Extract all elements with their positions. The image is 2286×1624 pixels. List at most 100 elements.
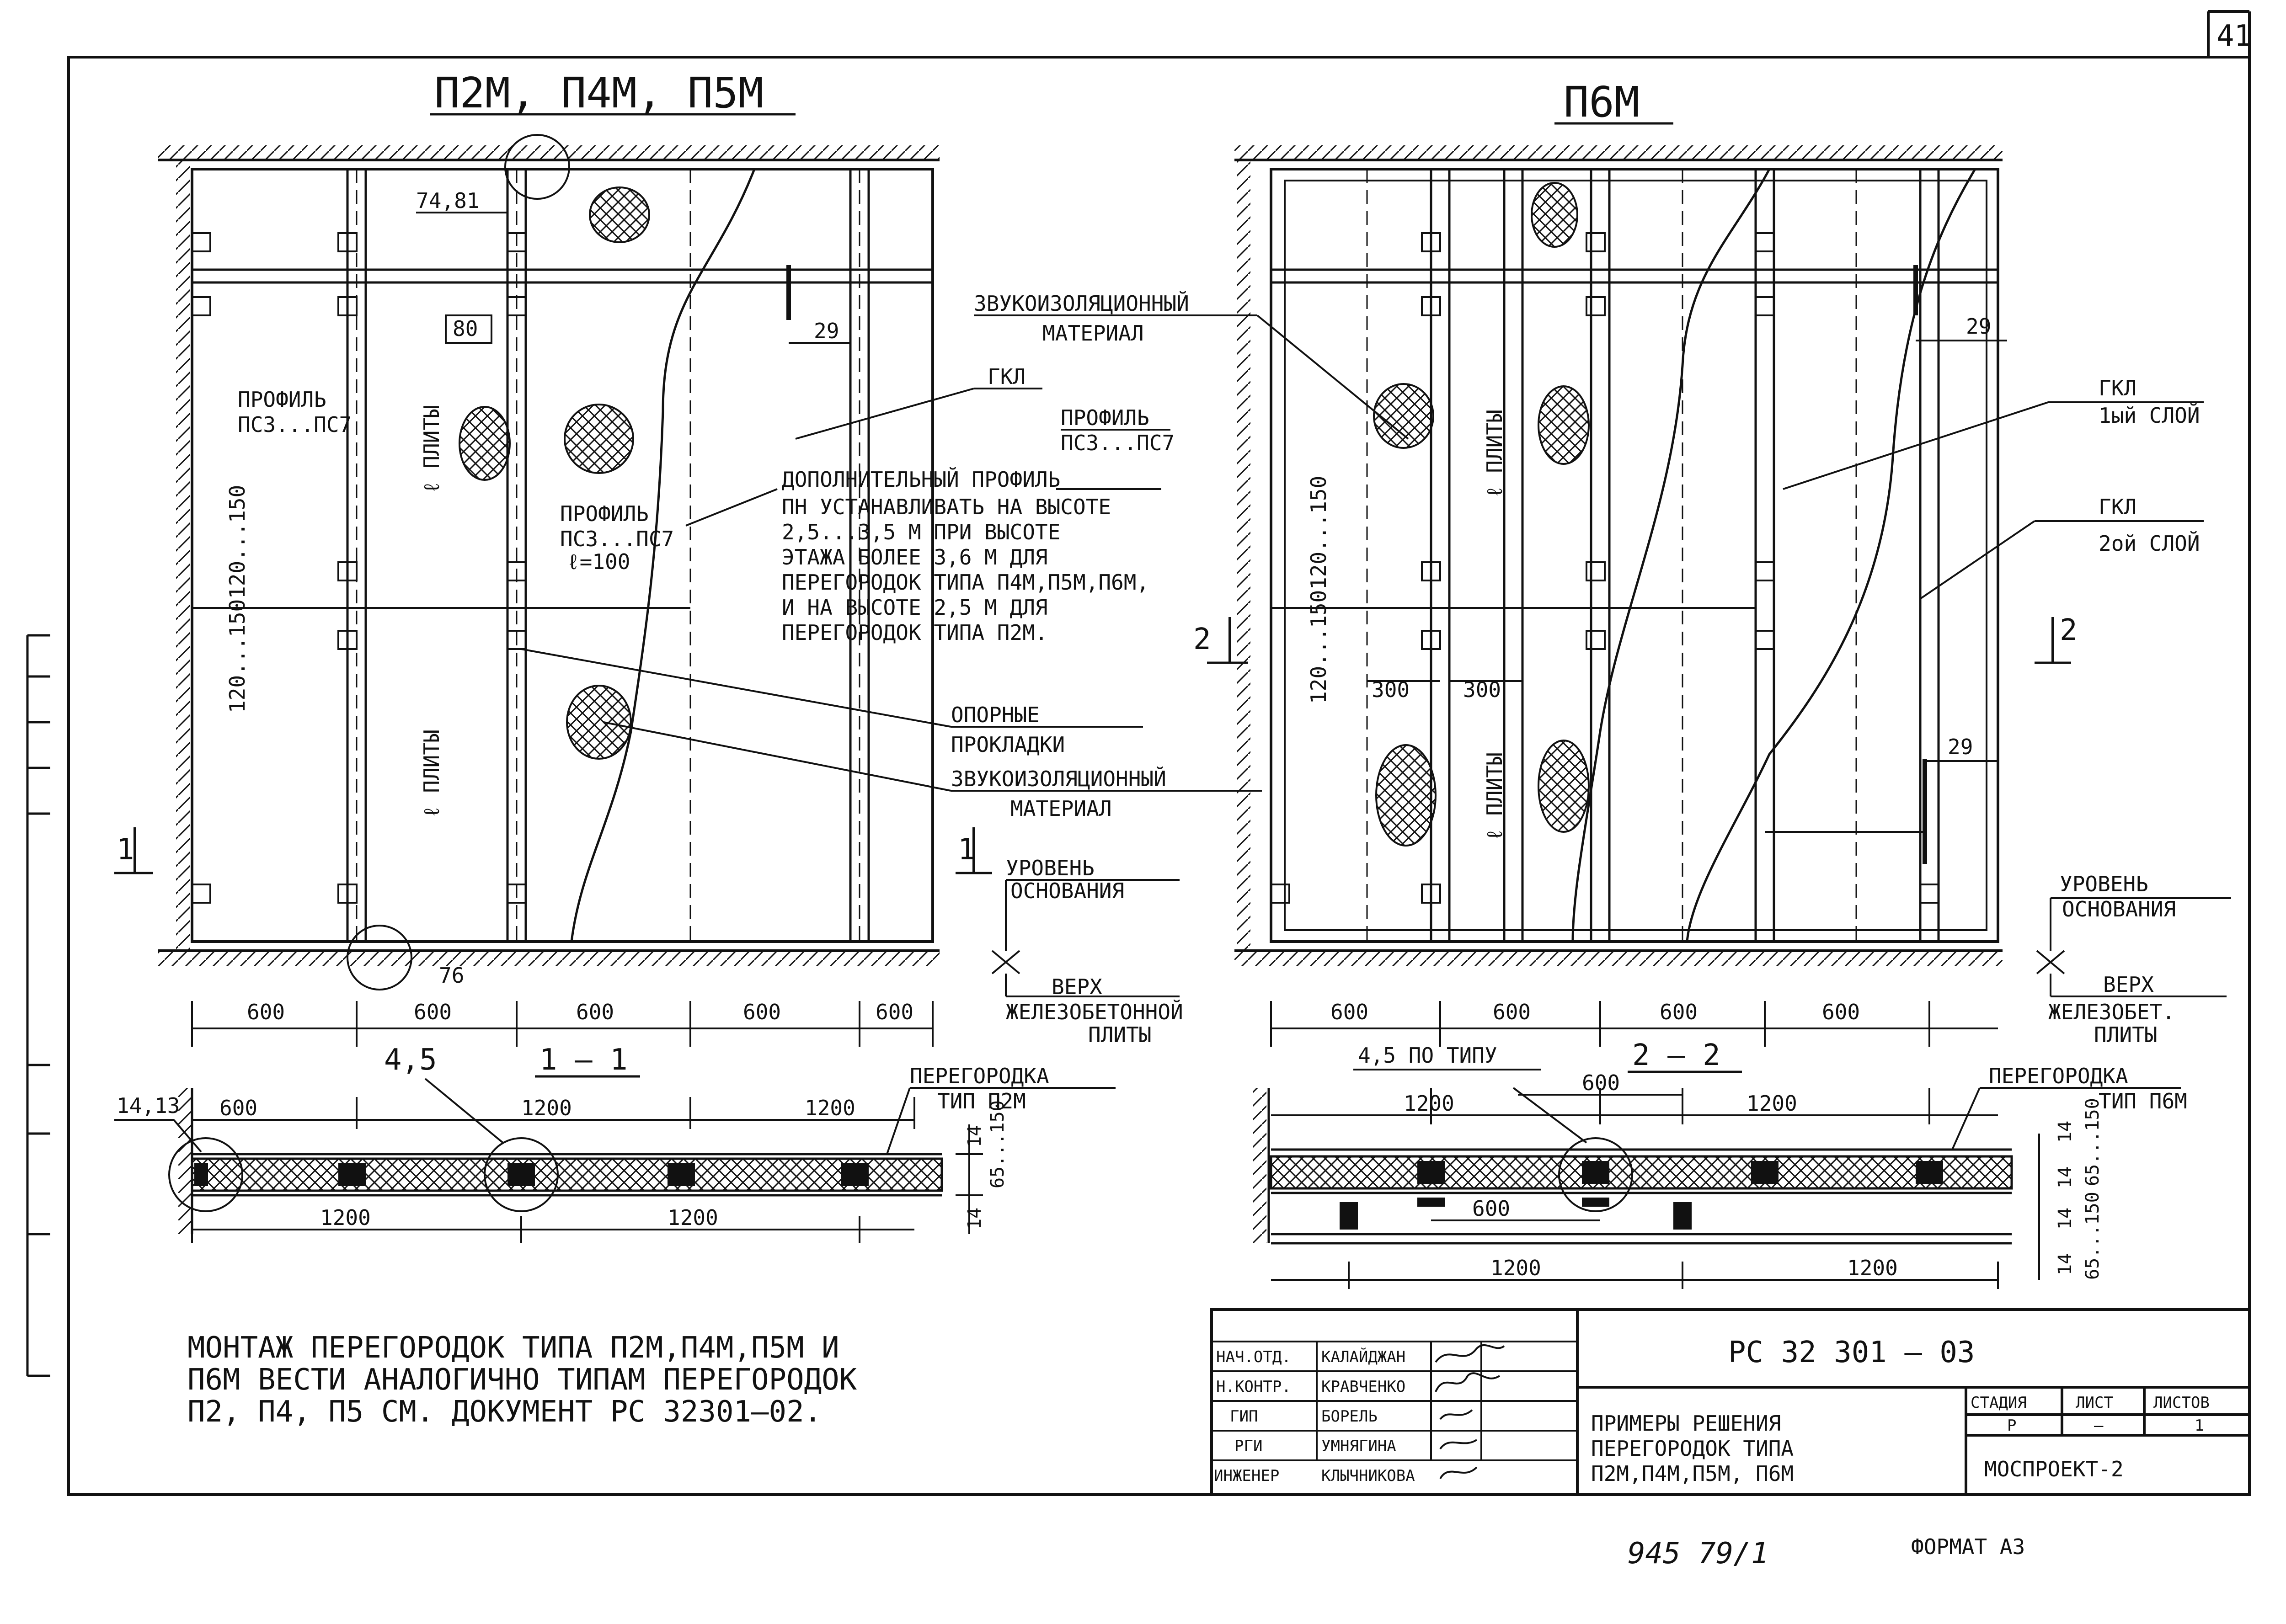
sheets-header: ЛИСТОВ <box>2153 1394 2210 1412</box>
gkl-layer-2-label: ГКЛ <box>2099 495 2136 519</box>
note-line-3: П2, П4, П5 СМ. ДОКУМЕНТ РС 32301—02. <box>187 1395 822 1429</box>
sheet-number: 41 <box>2217 19 2252 53</box>
right-dimension-line <box>1270 1001 1998 1047</box>
section1-top-dim-1: 600 <box>219 1096 257 1120</box>
section2-partition-2: ТИП П6М <box>2099 1089 2187 1113</box>
left-dim-1: 600 <box>247 1000 285 1024</box>
gkl-layer-1-desc: 1ый СЛОЙ <box>2099 403 2200 428</box>
section2-bottom-dim-1: 1200 <box>1490 1256 1541 1280</box>
name-1: КАЛАЙДЖАН <box>1321 1347 1405 1366</box>
extra-profile-line-3: 2,5...3,5 М ПРИ ВЫСОТЕ <box>782 520 1060 544</box>
section2-v-range-a: 65...150 <box>2082 1098 2103 1186</box>
dim-29-right-b: 29 <box>1948 735 1973 759</box>
section1-node-45: 4,5 <box>384 1043 437 1077</box>
base-level-label-2: ОСНОВАНИЯ <box>1010 879 1124 903</box>
section-2-drawing <box>1253 1087 2181 1289</box>
plate-length-left-2: ℓ ПЛИТЫ <box>419 729 444 818</box>
slab-top-label-1: ВЕРХ <box>1052 974 1102 999</box>
sheets-value: 1 <box>2195 1416 2204 1435</box>
slab-top-right-2: ЖЕЛЕЗОБЕТ. <box>2048 1000 2175 1024</box>
dim-120-150-right-b: 120...150 <box>1306 590 1331 704</box>
title-block <box>1210 1308 2251 1496</box>
left-view-title: П2М, П4М, П5М <box>434 69 764 117</box>
slab-top-right-3: ПЛИТЫ <box>2094 1022 2157 1047</box>
left-dimension-line <box>191 1001 934 1047</box>
profile-label-left: ПРОФИЛЬ <box>238 387 326 412</box>
section1-top-dim-3: 1200 <box>805 1096 855 1120</box>
sheet-frame <box>67 10 2251 1496</box>
profile-range-mid: ПС3...ПС7 <box>1061 431 1175 455</box>
signatures <box>1435 1344 1505 1480</box>
section2-v-14-b: 14 <box>2055 1166 2076 1188</box>
extra-profile-line-6: И НА ВЫСОТЕ 2,5 М ДЛЯ <box>782 595 1048 620</box>
section1-v-range: 65...150 <box>987 1100 1008 1188</box>
archive-number: 945 79/1 <box>1628 1537 1768 1571</box>
section2-top-dim-1: 1200 <box>1404 1091 1454 1116</box>
section-1-title: 1 — 1 <box>539 1043 628 1077</box>
profile-label-mid: ПРОФИЛЬ <box>1061 405 1149 430</box>
doc-title-line-2: ПЕРЕГОРОДОК ТИПА <box>1591 1436 1794 1461</box>
dim-80: 80 <box>453 316 478 341</box>
section2-bottom-dim-2: 1200 <box>1847 1256 1898 1280</box>
extra-profile-line-7: ПЕРЕГОРОДОК ТИПА П2М. <box>782 620 1048 645</box>
name-3: БОРЕЛЬ <box>1321 1407 1378 1426</box>
role-3: ГИП <box>1230 1407 1258 1426</box>
base-level-label-1: УРОВЕНЬ <box>1006 856 1095 880</box>
section1-top-dim-2: 1200 <box>521 1096 572 1120</box>
plate-length-right-1: ℓ ПЛИТЫ <box>1482 410 1507 498</box>
callout-leaders <box>521 314 1409 951</box>
slab-top-right-1: ВЕРХ <box>2103 972 2154 997</box>
sheet-header: ЛИСТ <box>2076 1394 2113 1412</box>
doc-code: РС 32 301 — 03 <box>1728 1336 1975 1369</box>
signature-table <box>1212 1341 1577 1461</box>
section2-v-range-b: 65...150 <box>2082 1192 2103 1280</box>
extra-profile-line-4: ЭТАЖА БОЛЕЕ 3,6 М ДЛЯ <box>782 545 1048 570</box>
section-2-label-right: 2 <box>2060 613 2078 647</box>
left-dim-3: 600 <box>576 1000 614 1024</box>
right-dim-3: 600 <box>1660 1000 1698 1024</box>
section-1-label-right: 1 <box>958 833 976 867</box>
section1-partition-2: ТИП П2М <box>937 1089 1026 1113</box>
sound-material-label-2b: МАТЕРИАЛ <box>1010 796 1112 821</box>
base-level-right-1: УРОВЕНЬ <box>2060 872 2148 896</box>
section-1-marker-right <box>956 827 992 874</box>
gkl-leaders-right <box>1783 401 2204 600</box>
sound-material-label-1: ЗВУКОИЗОЛЯЦИОННЫЙ <box>974 291 1189 316</box>
role-2: Н.КОНТР. <box>1216 1378 1291 1396</box>
section1-bottom-dim-1: 1200 <box>320 1205 371 1230</box>
section1-bottom-dim-2: 1200 <box>668 1205 718 1230</box>
section1-v-14-bottom: 14 <box>964 1208 985 1230</box>
level-mark-right <box>2036 897 2231 997</box>
right-dim-4: 600 <box>1822 1000 1860 1024</box>
left-dim-4: 600 <box>743 1000 781 1024</box>
section2-partition-1: ПЕРЕГОРОДКА <box>1989 1064 2128 1088</box>
sound-material-label-2: ЗВУКОИЗОЛЯЦИОННЫЙ <box>951 767 1166 791</box>
plate-length-left-1: ℓ ПЛИТЫ <box>419 405 444 494</box>
sheet-value: — <box>2094 1416 2104 1435</box>
right-view-title: П6М <box>1564 78 1640 127</box>
base-level-right-2: ОСНОВАНИЯ <box>2062 897 2176 921</box>
section-1-drawing <box>114 1078 1116 1243</box>
section1-v-14-top: 14 <box>964 1125 985 1147</box>
gkl-label-left: ГКЛ <box>988 364 1025 389</box>
slab-top-label-3: ПЛИТЫ <box>1088 1022 1151 1047</box>
section-2-label-left: 2 <box>1193 623 1211 656</box>
dim-120-150-left-b: 120...150 <box>225 599 250 713</box>
section2-mid-dim: 600 <box>1472 1196 1510 1221</box>
right-elevation <box>1234 145 2007 966</box>
extra-profile-line-5: ПЕРЕГОРОДОК ТИПА П4М,П5М,П6М, <box>782 570 1149 595</box>
role-5: ИНЖЕНЕР <box>1214 1467 1279 1485</box>
format-label: ФОРМАТ А3 <box>1911 1534 2025 1559</box>
slab-top-label-2: ЖЕЛЕЗОБЕТОННОЙ <box>1006 1000 1183 1024</box>
sound-material-label-1b: МАТЕРИАЛ <box>1042 321 1144 346</box>
left-dim-5: 600 <box>876 1000 913 1024</box>
extra-profile-line-2: ПН УСТАНАВЛИВАТЬ НА ВЫСОТЕ <box>782 495 1111 519</box>
section2-v-14-a: 14 <box>2055 1121 2076 1143</box>
gkl-layer-2-desc: 2ой СЛОЙ <box>2099 531 2200 556</box>
section2-top-dim-3: 1200 <box>1747 1091 1797 1116</box>
section-2-marker-left <box>1207 617 1248 664</box>
section2-top-dim-2: 600 <box>1582 1070 1620 1095</box>
stage-header: СТАДИЯ <box>1971 1394 2027 1412</box>
organization: МОСПРОЕКТ-2 <box>1984 1457 2124 1481</box>
node-74-81: 74,81 <box>416 188 479 213</box>
